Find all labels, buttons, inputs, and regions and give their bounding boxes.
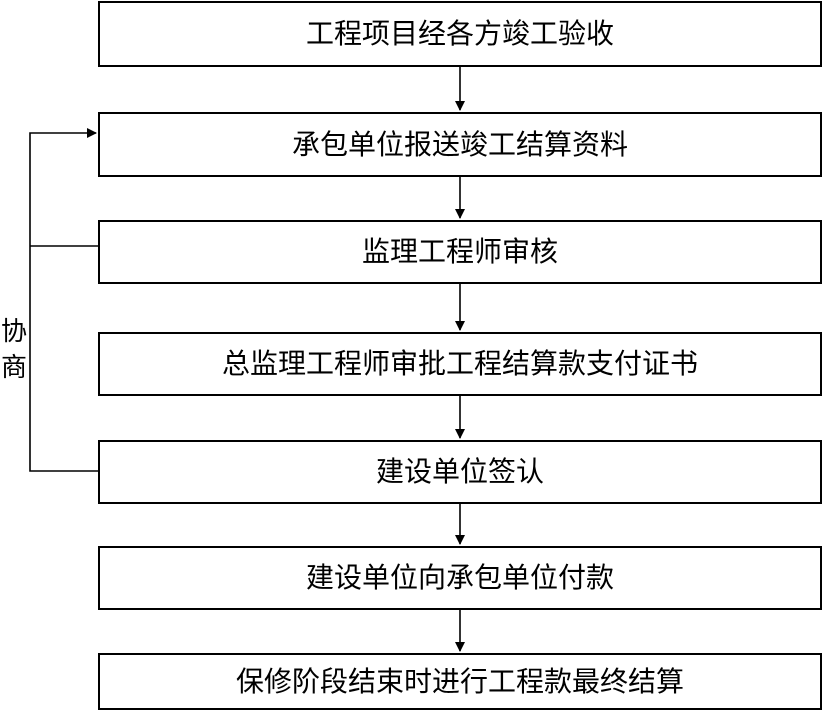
step-final-settlement: 保修阶段结束时进行工程款最终结算	[98, 653, 822, 710]
step-completion-acceptance: 工程项目经各方竣工验收	[98, 1, 822, 67]
negotiation-label: 协商	[0, 314, 28, 386]
step-chief-engineer-approval: 总监理工程师审批工程结算款支付证书	[98, 332, 822, 396]
step-contractor-submits-settlement: 承包单位报送竣工结算资料	[98, 112, 822, 177]
step-owner-payment: 建设单位向承包单位付款	[98, 546, 822, 610]
feedback-line	[29, 128, 98, 472]
step-owner-signoff: 建设单位签认	[98, 440, 822, 504]
step-engineer-review: 监理工程师审核	[98, 220, 822, 284]
